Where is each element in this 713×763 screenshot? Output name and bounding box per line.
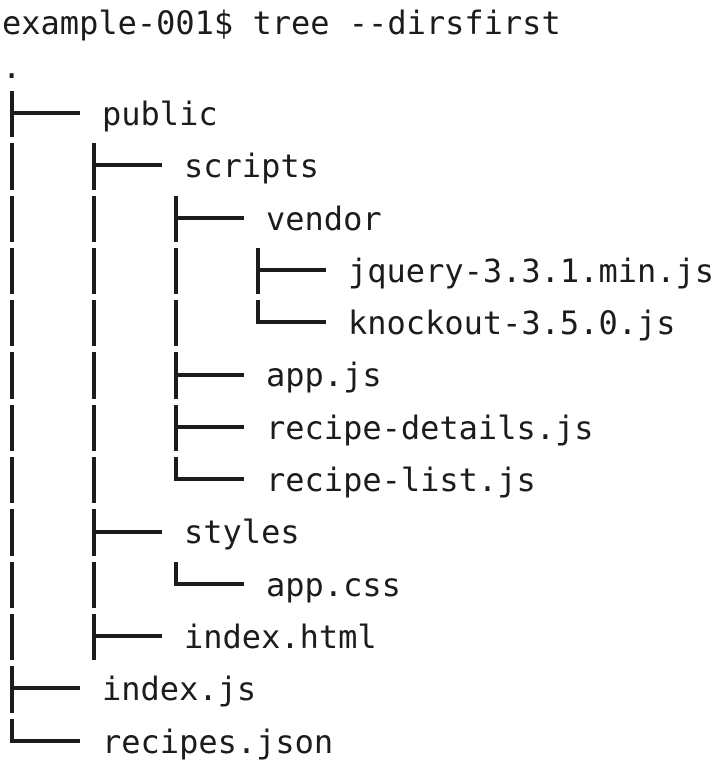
tree-node-label: public — [102, 95, 218, 133]
tree-tee-icon — [84, 140, 184, 192]
tree-node-label: app.js — [266, 356, 382, 395]
tree-guide-line — [2, 611, 84, 663]
tree-node-label: knockout-3.5.0.js — [348, 304, 676, 343]
tree-guide-line — [84, 559, 166, 611]
tree-row: jquery-3.3.1.min.js — [2, 245, 713, 297]
tree-row: knockout-3.5.0.js — [2, 297, 713, 349]
tree-row: public — [2, 88, 713, 140]
tree-tee-icon — [84, 611, 184, 663]
tree-node-label: index.js — [102, 670, 257, 709]
tree-elbow-icon — [248, 297, 348, 349]
tree-guide-line — [2, 245, 84, 297]
tree-tee-icon — [166, 193, 266, 245]
tree-node-label: recipe-details.js — [266, 408, 594, 447]
tree: public scripts vendor jquery-3.3.1.min.js kn… — [2, 88, 713, 763]
tree-tee-icon — [2, 663, 102, 715]
shell-prompt-command: example-001$ tree --dirsfirst — [2, 4, 561, 42]
tree-root-dot: . — [2, 48, 22, 86]
tree-guide-line — [2, 140, 84, 192]
tree-guide-line — [166, 297, 248, 349]
tree-row: index.js — [2, 663, 713, 715]
tree-guide-line — [84, 349, 166, 401]
tree-node-label: jquery-3.3.1.min.js — [348, 251, 713, 290]
tree-guide-line — [166, 245, 248, 297]
tree-tee-icon — [2, 88, 102, 140]
tree-guide-line — [84, 454, 166, 506]
tree-row: app.js — [2, 349, 713, 401]
tree-tee-icon — [166, 349, 266, 401]
tree-node-label: scripts — [184, 147, 319, 186]
tree-node-label: vendor — [266, 199, 382, 238]
tree-row: scripts — [2, 140, 713, 192]
tree-guide-line — [84, 193, 166, 245]
tree-guide-line — [2, 193, 84, 245]
tree-tee-icon — [166, 402, 266, 454]
tree-guide-line — [84, 297, 166, 349]
tree-elbow-icon — [166, 454, 266, 506]
tree-node-label: index.html — [184, 617, 377, 656]
tree-node-label: styles — [184, 513, 300, 552]
tree-row: app.css — [2, 559, 713, 611]
tree-node-label: recipe-list.js — [266, 461, 536, 500]
tree-row: styles — [2, 506, 713, 558]
tree-guide-line — [2, 506, 84, 558]
tree-node-label: app.css — [266, 565, 401, 604]
tree-row: recipes.json — [2, 716, 713, 763]
tree-guide-line — [84, 402, 166, 454]
tree-tee-icon — [84, 506, 184, 558]
tree-guide-line — [2, 297, 84, 349]
tree-tee-icon — [248, 245, 348, 297]
tree-guide-line — [2, 402, 84, 454]
tree-elbow-icon — [2, 716, 102, 763]
tree-row: vendor — [2, 193, 713, 245]
tree-guide-line — [2, 454, 84, 506]
tree-row: recipe-list.js — [2, 454, 713, 506]
tree-guide-line — [2, 349, 84, 401]
tree-guide-line — [2, 559, 84, 611]
tree-row: recipe-details.js — [2, 402, 713, 454]
tree-elbow-icon — [166, 559, 266, 611]
tree-guide-line — [84, 245, 166, 297]
tree-node-label: recipes.json — [102, 722, 334, 761]
tree-row: index.html — [2, 611, 713, 663]
